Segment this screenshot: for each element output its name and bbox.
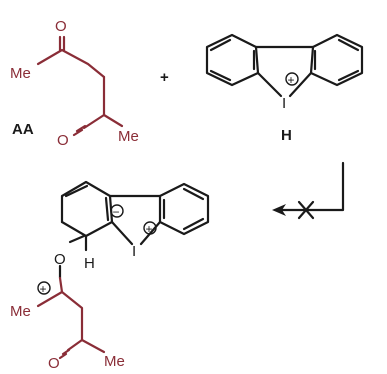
- cross-mark-icon: [297, 200, 315, 220]
- compound-label-h: H: [281, 127, 292, 144]
- positive-charge-carbocation: [37, 281, 51, 295]
- acetylacetone-structure: O Me O Me AA: [10, 18, 139, 149]
- svg-text:+: +: [288, 73, 295, 87]
- keto-oxygen-label: O: [48, 355, 60, 372]
- iodine-label-top: I: [282, 95, 286, 112]
- iodine-label-bottom: I: [132, 243, 136, 260]
- methyl-label-cation: Me: [10, 303, 31, 320]
- methyl-label-left: Me: [10, 65, 31, 82]
- positive-charge-top: [285, 72, 299, 86]
- plus-sign: +: [160, 69, 169, 86]
- methyl-label-keto: Me: [104, 353, 125, 370]
- svg-text:−: −: [113, 205, 120, 219]
- blocked-reaction-arrow: [272, 161, 345, 220]
- adduct-structure: I − + H O + Me O Me: [10, 180, 210, 372]
- oxygen-label-top: O: [55, 18, 67, 35]
- compound-label-aa: AA: [12, 121, 34, 138]
- svg-text:+: +: [40, 282, 47, 296]
- svg-text:+: +: [146, 222, 153, 236]
- iodonium-structure: I + H: [205, 33, 364, 144]
- methyl-label-right: Me: [118, 128, 139, 145]
- positive-charge-iodine: [143, 221, 157, 235]
- hydrogen-label: H: [84, 255, 95, 272]
- oxygen-label-bottom: O: [57, 132, 69, 149]
- ether-oxygen-label: O: [54, 251, 66, 268]
- negative-charge: [110, 204, 124, 218]
